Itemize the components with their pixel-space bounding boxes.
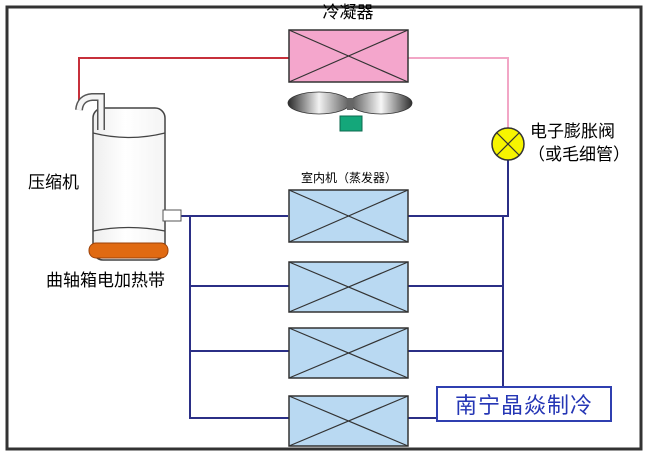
outer-frame (5, 5, 643, 451)
indoor-unit-1 (288, 189, 409, 243)
crankcase-heater-label: 曲轴箱电加热带 (46, 271, 165, 291)
condenser-label: 冷凝器 (323, 3, 374, 23)
indoor-unit-3 (288, 327, 409, 379)
expansion-valve-icon (491, 127, 525, 161)
expansion-valve-label-line2: （或毛细管） (528, 145, 630, 165)
indoor-piping (168, 160, 509, 419)
indoor-unit-label: 室内机（蒸发器） (301, 170, 397, 185)
expansion-valve-label-line1: 电子膨胀阀 (530, 122, 615, 142)
condenser-fan-icon (287, 91, 413, 115)
watermark-text: 南宁晶焱制冷 (454, 394, 593, 419)
indoor-unit-2 (288, 261, 409, 313)
condenser-outlet-line (408, 57, 509, 128)
fan-motor-icon (339, 115, 363, 132)
watermark-box: 南宁晶焱制冷 (436, 386, 612, 422)
compressor-label: 压缩机 (28, 173, 79, 193)
crankcase-heater-band (88, 242, 169, 259)
condenser-coil (288, 29, 409, 83)
indoor-unit-4 (288, 395, 409, 447)
compressor (75, 93, 182, 261)
discharge-line (78, 57, 289, 110)
